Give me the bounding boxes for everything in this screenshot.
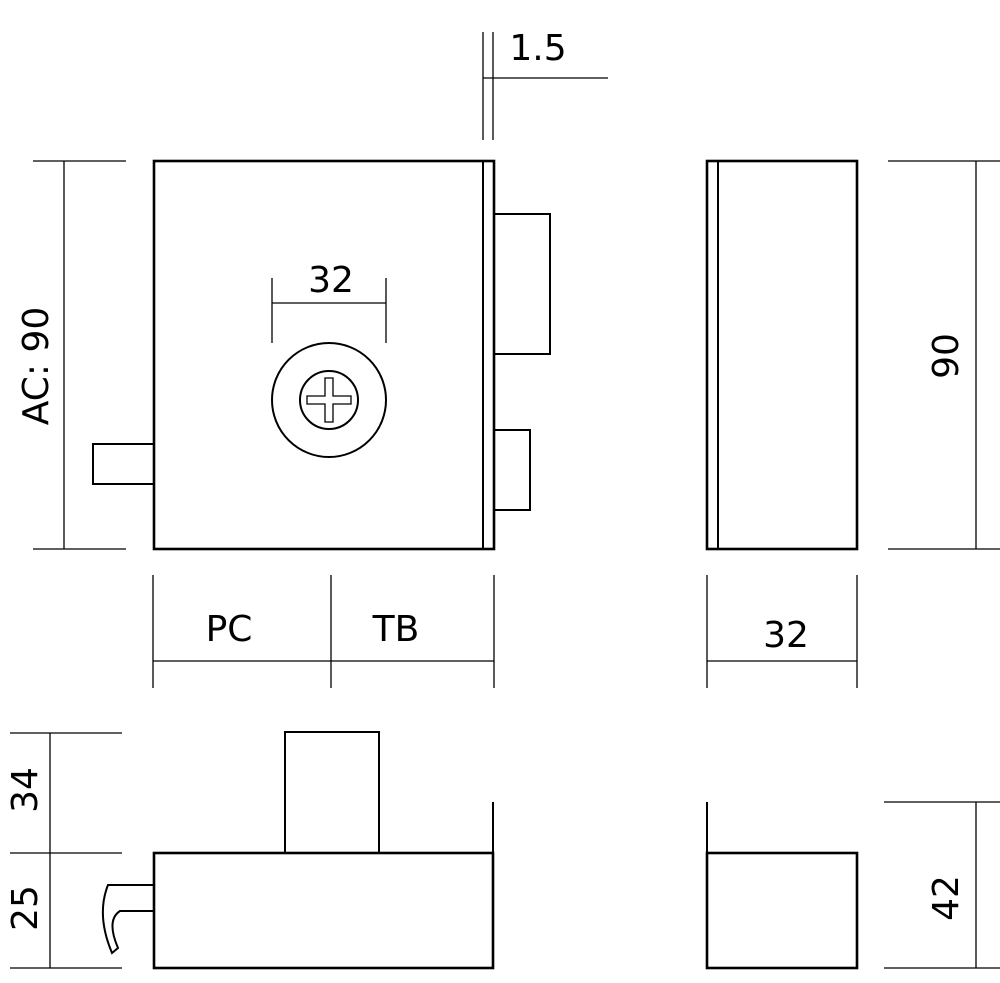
side-knob (92, 443, 155, 485)
latch-bolt (493, 213, 551, 355)
dimension-gap: 1.5 (482, 28, 608, 140)
body-depth-label: 25 (5, 885, 46, 931)
side-depth-label: 42 (926, 875, 967, 921)
dead-bolt (493, 429, 531, 511)
bolt-bottom (284, 731, 380, 854)
lock-body-bottom-side (705, 851, 859, 970)
tb-label: TB (372, 609, 420, 650)
dimension-pc-tb: PC TB (152, 575, 495, 688)
cylinder-icon (271, 342, 387, 458)
height-front-label: AC: 90 (16, 307, 57, 426)
depth-side-label: 32 (763, 615, 809, 656)
gap-label: 1.5 (509, 28, 566, 69)
bolt-height-label: 34 (5, 767, 46, 813)
side-view: 90 32 (705, 159, 1000, 688)
lock-body-front (152, 159, 496, 551)
front-view: AC: 90 32 (16, 159, 551, 551)
lock-body-side (705, 159, 859, 551)
hole-spacing-label: 32 (308, 260, 354, 301)
pc-label: PC (206, 609, 253, 650)
bottom-view: 34 25 (5, 731, 495, 970)
lock-body-bottom (152, 851, 495, 970)
height-side-label: 90 (926, 333, 967, 379)
bottom-side-view: 42 (705, 801, 1000, 970)
hook-icon (101, 884, 154, 955)
